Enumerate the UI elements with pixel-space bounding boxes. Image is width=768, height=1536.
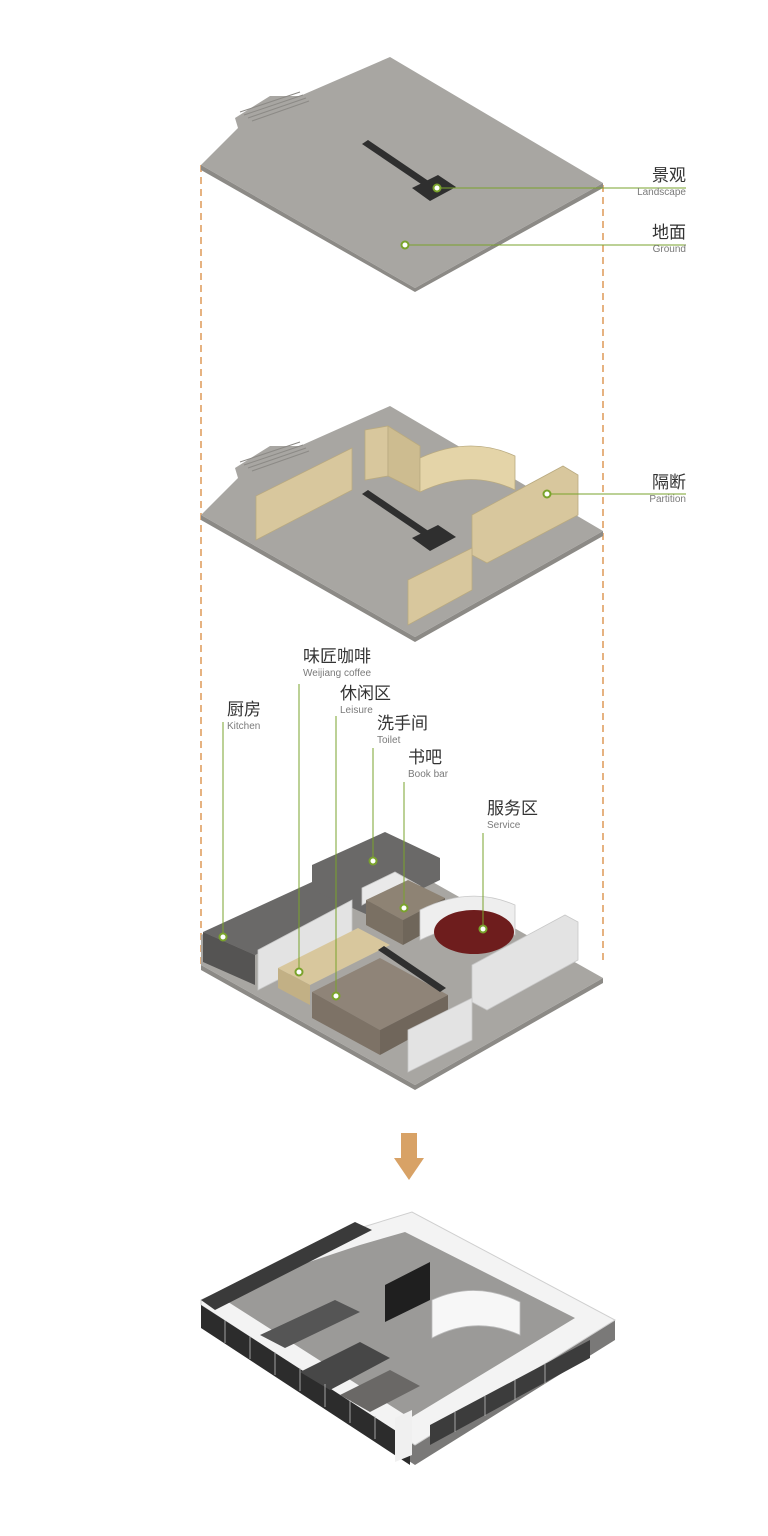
ground-slab-side — [201, 165, 603, 292]
label-toilet-en: Toilet — [377, 735, 401, 746]
partition-landscape-b — [412, 525, 456, 551]
label-service: 服务区 Service — [487, 799, 538, 832]
final-service-curve — [431, 1290, 521, 1339]
label-leisure-en: Leisure — [340, 705, 373, 716]
coffee-front — [278, 968, 310, 1005]
label-kitchen-en: Kitchen — [227, 721, 261, 732]
label-service-cn: 服务区 — [487, 799, 538, 819]
book-bar-front — [366, 900, 403, 945]
partition-landscape — [362, 490, 430, 536]
final-leisure-area — [340, 1370, 420, 1412]
label-book-bar-cn: 书吧 — [408, 748, 442, 768]
partition-wall-top — [364, 425, 389, 481]
label-landscape-en: Landscape — [637, 187, 686, 198]
label-leisure: 休闲区 Leisure — [340, 684, 391, 717]
final-glass-facade-top — [201, 1222, 372, 1310]
final-interior-floor — [225, 1232, 575, 1418]
stair-edge — [239, 91, 310, 122]
label-coffee-cn: 味匠咖啡 — [303, 647, 371, 667]
leisure-top — [312, 958, 448, 1030]
ground-layer — [201, 57, 686, 292]
partition-wall-front — [407, 547, 473, 626]
book-bar-top — [366, 880, 445, 920]
down-arrow-icon — [394, 1133, 424, 1180]
partition-wall-left — [255, 447, 353, 541]
leisure-side — [380, 995, 448, 1055]
function-slab-side — [201, 965, 603, 1090]
final-white-column — [395, 1410, 412, 1462]
kitchen-block-front — [203, 932, 255, 985]
label-partition: 隔断 Partition — [649, 473, 686, 506]
final-black-shelf — [385, 1262, 430, 1322]
landscape-marker — [432, 183, 442, 193]
partition-slab — [201, 406, 603, 637]
label-toilet: 洗手间 Toilet — [377, 714, 428, 747]
ground-slab — [201, 57, 603, 288]
label-book-bar-en: Book bar — [408, 769, 449, 780]
label-ground: 地面 Ground — [652, 223, 686, 256]
label-coffee: 味匠咖啡 Weijiang coffee — [303, 647, 371, 680]
label-kitchen: 厨房 Kitchen — [227, 700, 261, 733]
label-book-bar: 书吧 Book bar — [408, 748, 448, 781]
label-leisure-cn: 休闲区 — [340, 684, 391, 704]
label-coffee-en: Weijiang coffee — [303, 668, 372, 679]
partition-curved-wall — [419, 445, 516, 493]
label-landscape-cn: 景观 — [652, 166, 686, 186]
function-landscape — [378, 946, 446, 992]
function-markers — [218, 856, 488, 1001]
final-glass-facade-left — [201, 1305, 410, 1465]
label-kitchen-cn: 厨房 — [227, 700, 261, 720]
final-bar-counter — [300, 1342, 390, 1390]
label-toilet-cn: 洗手间 — [377, 714, 428, 734]
label-partition-cn: 隔断 — [652, 473, 686, 493]
partition-layer — [201, 406, 686, 642]
stair-edge-2 — [239, 441, 310, 472]
final-model — [200, 1211, 616, 1465]
leisure-front — [312, 992, 380, 1055]
final-kitchen-counter — [260, 1300, 360, 1348]
front-wall — [407, 997, 473, 1073]
partition-slab-side — [201, 515, 603, 642]
final-mullions — [224, 1320, 546, 1439]
ground-marker — [400, 240, 410, 250]
label-landscape: 景观 Landscape — [637, 166, 686, 199]
coffee-top — [278, 928, 390, 985]
label-ground-en: Ground — [652, 244, 686, 255]
partition-marker — [542, 489, 552, 499]
service-counter — [434, 910, 514, 954]
label-ground-cn: 地面 — [652, 223, 686, 243]
function-leaders — [222, 684, 484, 996]
final-glass-facade-right — [430, 1340, 590, 1445]
label-service-en: Service — [487, 820, 521, 831]
function-layer — [201, 684, 603, 1090]
label-partition-en: Partition — [649, 494, 686, 505]
kitchen-block-top — [203, 882, 358, 955]
